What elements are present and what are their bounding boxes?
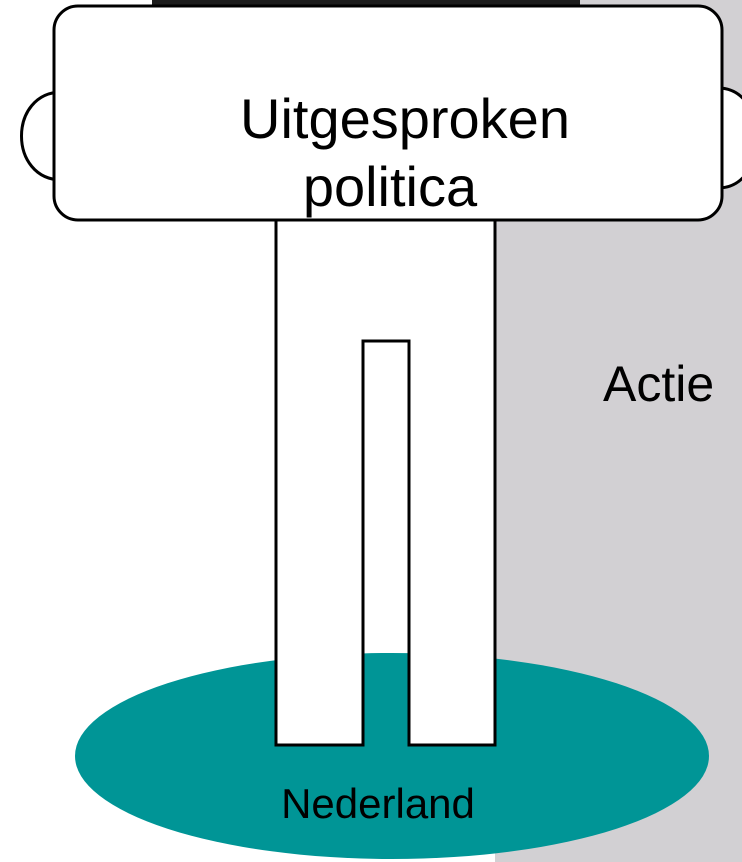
ground-ellipse bbox=[75, 653, 709, 859]
figure-body bbox=[274, 213, 497, 747]
sign-board bbox=[52, 4, 724, 222]
sign-text-line-2: politica bbox=[303, 155, 478, 218]
left-hand bbox=[20, 90, 63, 182]
sign-text-line-1: Uitgesproken bbox=[240, 87, 570, 150]
ground-label: Nederland bbox=[281, 780, 475, 827]
right-hand bbox=[717, 86, 742, 190]
side-label: Actie bbox=[603, 356, 714, 412]
